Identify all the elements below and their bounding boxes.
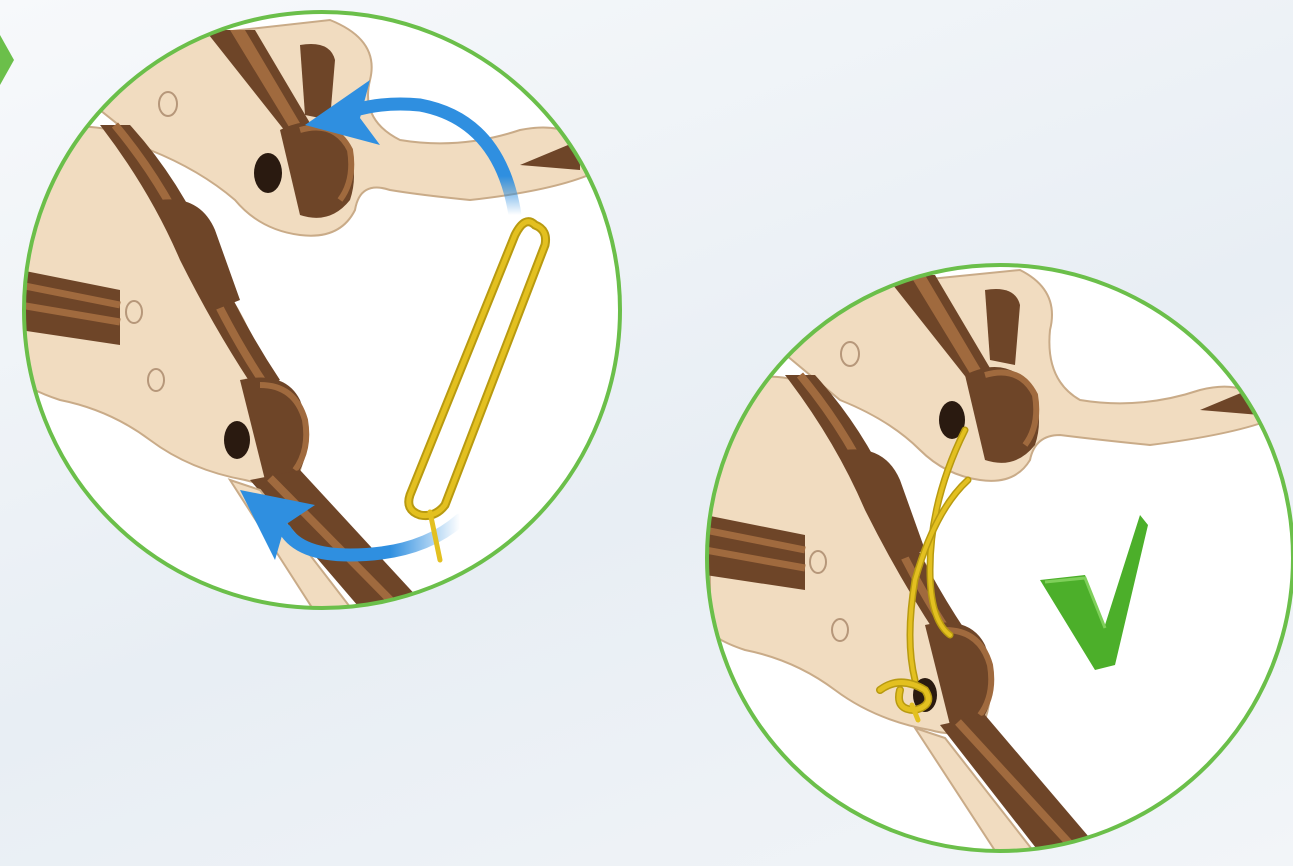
step-thread-band-panel — [0, 0, 640, 620]
step-result-panel — [700, 250, 1293, 866]
